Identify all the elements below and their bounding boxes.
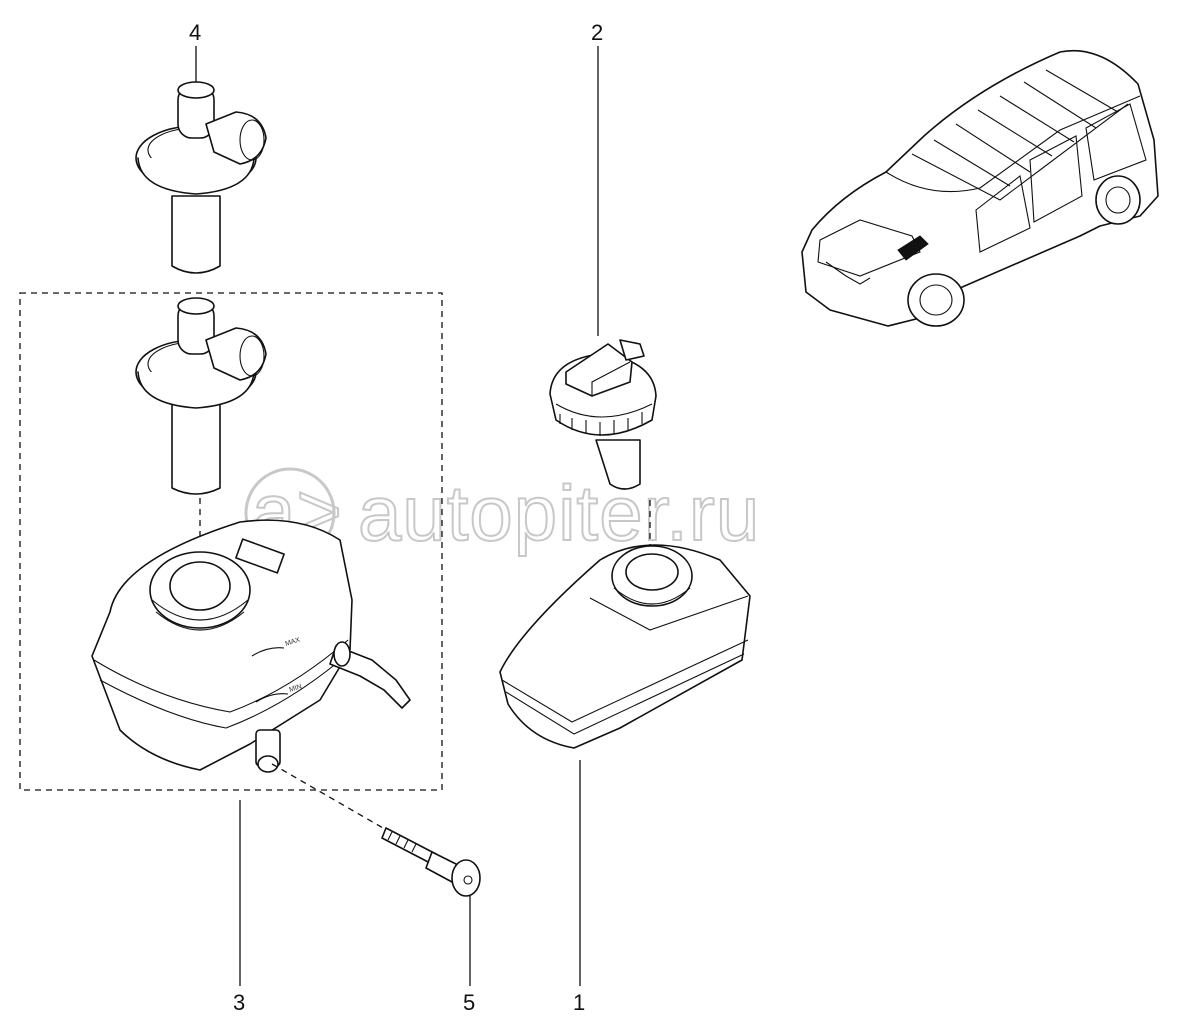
level-sensor-4 [135,81,267,274]
bolt-5 [381,827,481,897]
watermark-text: autopiter.ru [358,469,760,557]
callout-5: 5 [463,990,475,1015]
bolt-dash-link [271,763,391,833]
callout-2: 2 [591,20,603,45]
location-highlight [897,235,929,261]
reservoir-min-mark: MIN [288,683,302,694]
reservoir-1 [499,544,751,749]
callout-1: 1 [573,990,585,1015]
cap-2 [549,339,657,490]
callout-4: 4 [189,20,201,45]
kit-boundary [19,292,443,791]
vehicle-locator [801,49,1159,327]
reservoir-max-mark: MAX [284,636,301,647]
reservoir-kit: MAX MIN [91,519,411,773]
callout-3: 3 [233,990,245,1015]
level-sensor-kit [135,297,267,495]
